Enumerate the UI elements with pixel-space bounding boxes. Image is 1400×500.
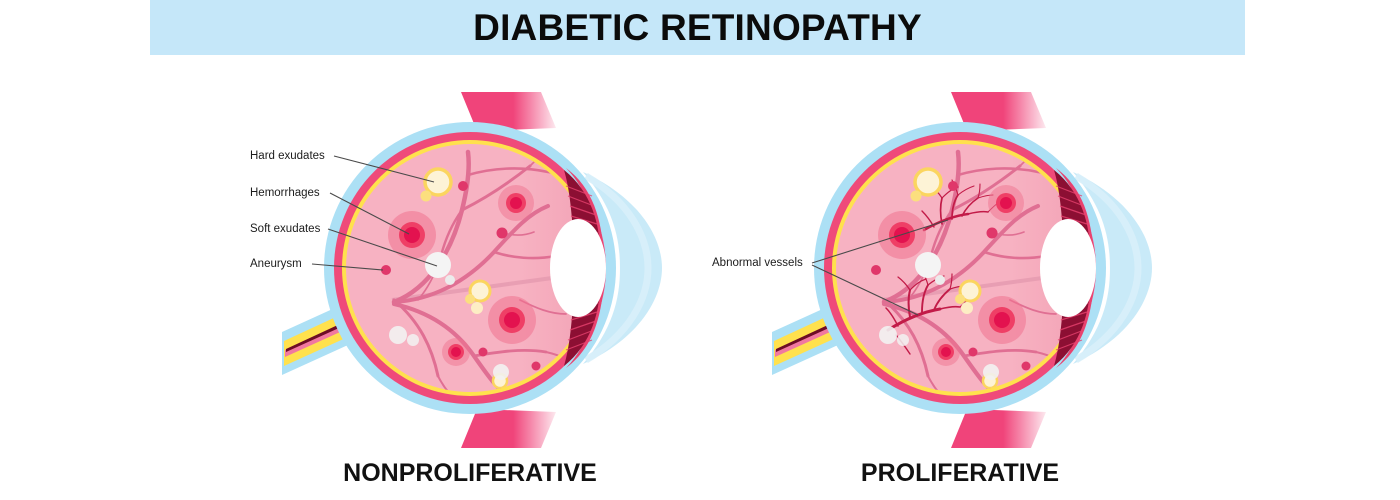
callout-aneurysm-label: Aneurysm [250,258,302,270]
lesion-hard-exudates [910,167,999,390]
page-title: DIABETIC RETINOPATHY [473,7,922,48]
leader-aneurysm [311,263,384,271]
cornea [583,172,662,364]
lens [550,219,606,317]
lesion-soft-exudates [879,252,999,380]
extraocular-muscle-superior [951,92,1046,131]
anterior-segment [1040,168,1096,368]
leader-abnormal-vessels-superior [811,219,949,264]
callout-soft-exudates-label: Soft exudates [250,223,321,235]
callout-abnormal-vessels-label: Abnormal vessels [712,257,803,269]
extraocular-muscle-inferior [951,409,1046,448]
lens [1040,219,1096,317]
extraocular-muscle-inferior [461,409,556,448]
lesion-hemorrhages [878,185,1026,366]
eye-diagram-proliferative [772,92,1152,448]
leader-hard-exudates [333,155,435,183]
lesion-hemorrhages [388,185,536,366]
title-band: DIABETIC RETINOPATHY [150,0,1245,55]
leader-abnormal-vessels-inferior [811,264,919,316]
callout-hard-exudates-label: Hard exudates [250,150,325,162]
lesion-hard-exudates [420,167,509,390]
leader-lines-nonproliferative [311,155,438,271]
lesion-aneurysms [871,181,1031,371]
eye-diagram-nonproliferative [282,92,662,448]
cornea [1073,172,1152,364]
leader-hemorrhages [329,192,410,235]
anterior-segment [550,168,606,368]
caption-nonproliferative: NONPROLIFERATIVE [343,459,597,487]
caption-proliferative: PROLIFERATIVE [860,459,1060,487]
leader-soft-exudates [327,228,438,267]
extraocular-muscle-superior [461,92,556,131]
lesion-aneurysms [381,181,541,371]
leader-lines-proliferative [811,219,949,316]
lesion-soft-exudates [389,252,509,380]
callout-hemorrhages-label: Hemorrhages [250,187,320,199]
